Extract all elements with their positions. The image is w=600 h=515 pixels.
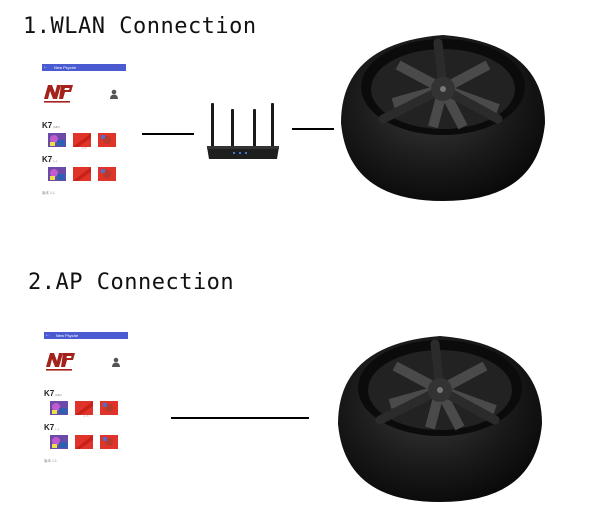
- device-tag: (HD): [53, 125, 60, 129]
- hologram-fan-device: [335, 324, 545, 504]
- person-icon[interactable]: [111, 357, 121, 367]
- device-card[interactable]: K7(HD) 1 / 3: [44, 389, 128, 418]
- media-thumbnail[interactable]: [48, 167, 66, 181]
- device-card[interactable]: K7(--): [44, 423, 128, 449]
- device-name: K7: [42, 121, 53, 130]
- thumbnail-caption: 1 / 3: [83, 415, 89, 418]
- media-thumbnail[interactable]: [73, 133, 91, 147]
- media-thumbnail[interactable]: [50, 401, 68, 415]
- app-title-bar: ← New Psyche: [42, 64, 126, 71]
- connection-line: [142, 133, 194, 135]
- media-thumbnail[interactable]: [75, 435, 93, 449]
- media-thumbnail[interactable]: [98, 133, 116, 147]
- hologram-fan-icon: [338, 336, 542, 502]
- device-name: K7: [44, 423, 55, 432]
- media-thumbnail[interactable]: [100, 435, 118, 449]
- thumbnail-row: [48, 167, 126, 181]
- media-thumbnail[interactable]: [100, 401, 118, 415]
- device-tag: (HD): [55, 393, 62, 397]
- np-logo-icon: [44, 85, 73, 103]
- thumbnail-row: [50, 435, 128, 449]
- app-title: New Psyche: [56, 333, 79, 338]
- phone-app-screen-ap: ← New Psyche K7(HD) 1 / 3 K7(--) 版本 1.1: [44, 332, 128, 464]
- wlan-heading: 1.WLAN Connection: [23, 14, 257, 39]
- app-title: New Psyche: [54, 65, 77, 70]
- thumbnail-row: [50, 401, 128, 415]
- back-arrow-icon[interactable]: ←: [45, 332, 50, 338]
- media-thumbnail[interactable]: [50, 435, 68, 449]
- thumbnail-caption: 1 / 3: [81, 147, 87, 150]
- media-thumbnail[interactable]: [75, 401, 93, 415]
- media-thumbnail[interactable]: [73, 167, 91, 181]
- app-title-bar: ← New Psyche: [44, 332, 128, 339]
- app-version: 版本 1.1: [42, 191, 55, 195]
- device-name: K7: [42, 155, 53, 164]
- app-version: 版本 1.1: [44, 459, 57, 463]
- device-tag: (--): [55, 427, 60, 431]
- connection-line: [292, 128, 334, 130]
- connection-line: [171, 417, 309, 419]
- device-card[interactable]: K7(HD) 1 / 3: [42, 121, 126, 150]
- thumbnail-row: [48, 133, 126, 147]
- phone-app-screen-wlan: ← New Psyche K7(HD) 1 / 3 K7(--) 版本 1.1: [42, 64, 126, 196]
- ap-heading: 2.AP Connection: [28, 270, 235, 295]
- back-arrow-icon[interactable]: ←: [43, 64, 48, 70]
- hologram-fan-device: [338, 23, 548, 203]
- device-tag: (--): [53, 159, 58, 163]
- device-card[interactable]: K7(--): [42, 155, 126, 181]
- person-icon[interactable]: [109, 89, 119, 99]
- media-thumbnail[interactable]: [48, 133, 66, 147]
- device-name: K7: [44, 389, 55, 398]
- hologram-fan-icon: [341, 35, 545, 201]
- np-logo-icon: [46, 353, 75, 371]
- wifi-router-icon: [207, 103, 279, 159]
- media-thumbnail[interactable]: [98, 167, 116, 181]
